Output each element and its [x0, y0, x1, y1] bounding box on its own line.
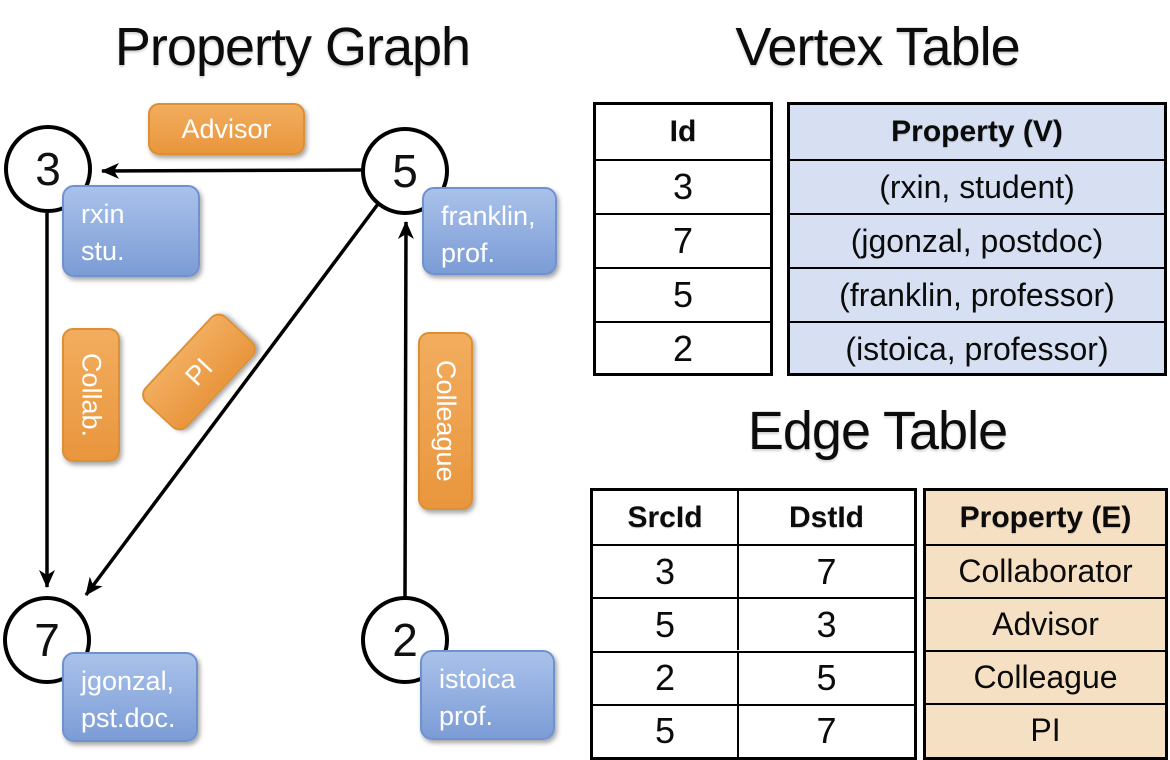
vertex-table-header-id: Id — [669, 115, 697, 148]
node-circle-2: 2 — [361, 596, 449, 684]
edge-label-colleague: Colleague — [418, 332, 473, 510]
edge-table-header-srcid: SrcId — [593, 491, 739, 544]
vertex-table-property-column: Property (V) (rxin, student) (jgonzal, p… — [787, 102, 1167, 376]
node-property-box-3: rxin stu. — [62, 185, 200, 277]
edge-table-cell: Advisor — [926, 597, 1165, 650]
vertex-table-cell: (rxin, student) — [790, 159, 1164, 213]
property-line: stu. — [81, 236, 125, 266]
node-property-box-2: istoica prof. — [420, 650, 555, 740]
edge-table-cell: Collaborator — [926, 544, 1165, 597]
vertex-table-cell: 7 — [596, 213, 770, 267]
property-line: prof. — [441, 238, 496, 268]
edge-advisor-5-to-3 — [101, 162, 363, 179]
edge-pi-5-to-7 — [84, 202, 380, 597]
vertex-table-title: Vertex Table — [735, 17, 1020, 77]
vertex-table-cell: 5 — [596, 267, 770, 321]
vertex-table-header-property: Property (V) — [891, 115, 1063, 148]
edge-table-cell: 5 — [593, 597, 739, 651]
edge-table-cell: 7 — [739, 544, 914, 597]
edge-table-id-columns: SrcId DstId 3 7 5 3 2 5 5 7 — [590, 488, 917, 760]
vertex-table-id-column: Id 3 7 5 2 — [593, 102, 773, 376]
edge-table-cell: 2 — [593, 650, 739, 704]
node-id: 2 — [392, 614, 418, 666]
property-line: prof. — [439, 701, 494, 731]
edge-label-advisor: Advisor — [148, 103, 305, 155]
edge-table-cell: 3 — [739, 597, 914, 650]
edge-table-cell: PI — [926, 703, 1165, 756]
property-line: istoica — [439, 664, 516, 694]
edge-table-cell: 7 — [739, 703, 914, 757]
vertex-table-cell: 2 — [596, 321, 770, 375]
vertex-table-cell: (franklin, professor) — [790, 267, 1164, 321]
node-id: 3 — [35, 143, 61, 195]
vertex-table-cell: 3 — [596, 159, 770, 213]
property-line: franklin, — [441, 201, 536, 231]
edge-table-header-dstid: DstId — [789, 500, 864, 534]
node-property-box-7: jgonzal, pst.doc. — [62, 652, 198, 742]
edge-table-header-property: Property (E) — [959, 500, 1132, 534]
vertex-table-cell: (istoica, professor) — [790, 321, 1164, 375]
edge-table-cell: Colleague — [926, 650, 1165, 703]
property-graph-title: Property Graph — [114, 17, 471, 77]
property-line: rxin — [81, 199, 125, 229]
edge-label-collab: Collab. — [62, 328, 120, 462]
vertex-table-cell: (jgonzal, postdoc) — [790, 213, 1164, 267]
node-circle-5: 5 — [361, 127, 449, 215]
node-id: 5 — [392, 145, 418, 197]
edge-table-cell: 3 — [593, 544, 739, 598]
edge-table-property-column: Property (E) Collaborator Advisor Collea… — [923, 488, 1168, 760]
property-line: pst.doc. — [81, 703, 176, 733]
property-line: jgonzal, — [81, 666, 175, 696]
node-property-box-5: franklin, prof. — [422, 187, 557, 275]
edge-table-cell: 5 — [593, 703, 739, 757]
edge-table-cell: 5 — [739, 650, 914, 704]
edge-colleague-2-to-5 — [397, 221, 414, 598]
node-id: 7 — [34, 614, 60, 666]
edge-table-title: Edge Table — [747, 401, 1008, 461]
graph-edges — [39, 162, 414, 598]
